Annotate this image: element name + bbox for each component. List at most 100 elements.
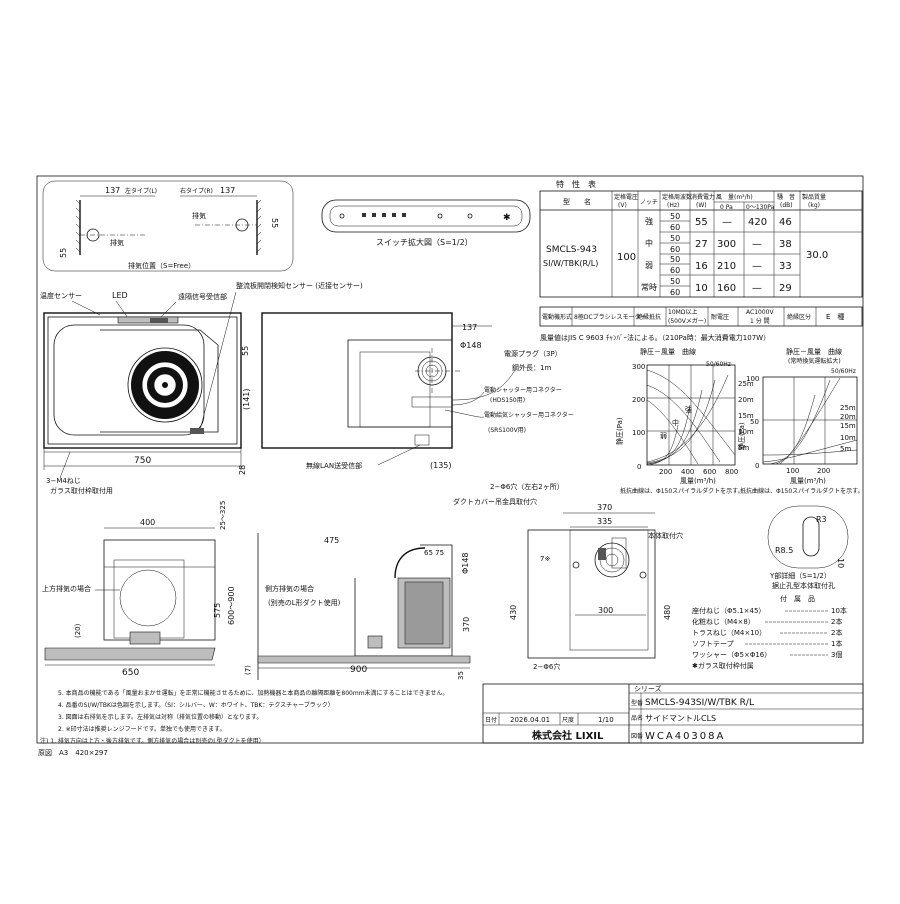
svg-text:弱: 弱: [660, 432, 667, 440]
svg-text:10m: 10m: [738, 428, 754, 436]
svg-text:常時: 常時: [641, 283, 657, 292]
svg-text:50: 50: [750, 418, 759, 426]
svg-text:(dB): (dB): [780, 202, 793, 209]
svg-text:20m: 20m: [738, 396, 754, 404]
dim-430: 430: [509, 605, 518, 620]
dim-25-325: 25〜325: [219, 501, 227, 530]
switch-detail: ✱ スイッチ拡大図（S=1/2）: [321, 199, 531, 247]
detail-10: 10: [836, 558, 845, 568]
title-scale: 1/10: [598, 716, 614, 724]
svg-text:5m: 5m: [840, 445, 851, 453]
svg-text:中: 中: [645, 238, 653, 248]
accessory-item: トラスねじ（M4×10） 2本: [692, 628, 842, 637]
spec-model: SMCLS-943: [546, 245, 597, 255]
model-label: 型番: [631, 699, 643, 707]
svg-text:210: 210: [717, 261, 736, 272]
svg-text:50: 50: [670, 255, 680, 264]
graph-pressure-flow-2: 静圧－風量 曲線 (常時換気運転拡大) 50/60Hz 0 50 100 静圧(…: [737, 347, 864, 495]
dim-65-75: 65 75: [424, 549, 444, 557]
svg-text:0: 0: [637, 463, 641, 471]
dim-137-right: 137: [220, 186, 235, 195]
detail-r3: R3: [816, 515, 827, 524]
holes-bottom-label: 2−Φ6穴: [533, 662, 560, 671]
dim-335: 335: [597, 517, 612, 526]
svg-text:化粧ねじ（M4×8）: 化粧ねじ（M4×8）: [692, 617, 755, 626]
dim-370: 370: [597, 503, 612, 512]
graph1-footnote: 抵抗曲線は、Φ150スパイラルダクトを示す。: [620, 487, 744, 495]
paper-size: 原図 A3 420×297: [38, 749, 108, 757]
exhaust-right-label: 排気: [192, 211, 206, 220]
width-750: 750: [134, 456, 151, 466]
duct-cover-label: ダクトカバー吊金具取付穴: [453, 497, 537, 506]
graph2-footnote: 抵抗曲線は、Φ150スパイラルダクトを示す。: [740, 487, 864, 495]
name-label: 品名: [631, 714, 643, 722]
svg-text:定格電圧: 定格電圧: [614, 193, 638, 201]
svg-text:50: 50: [670, 234, 680, 243]
svg-text:弱: 弱: [645, 261, 653, 270]
exhaust-left-label: 排気: [110, 238, 124, 247]
spec-table-title: 特 性 表: [556, 179, 596, 189]
dim-575: 575: [213, 603, 222, 618]
holes-top-label: 2−Φ6穴（左右2ヶ所）: [490, 482, 564, 491]
accessory-item: ワッシャー（Φ5×Φ16） 3個: [692, 650, 842, 659]
accessory-item: 座付ねじ（Φ5.1×45） 10本: [692, 606, 847, 615]
svg-text:座付ねじ（Φ5.1×45）: 座付ねじ（Φ5.1×45）: [692, 606, 765, 615]
svg-text:5m: 5m: [738, 444, 749, 452]
dia-148: Φ148: [460, 341, 482, 350]
svg-text:10MΩ以上: 10MΩ以上: [668, 308, 697, 316]
svg-text:50: 50: [670, 277, 680, 286]
spec-model-sub: SI/W/TBK(R/L): [543, 259, 598, 268]
svg-text:—: —: [752, 283, 762, 294]
spec-mass: 30.0: [806, 250, 828, 261]
dia-148b: Φ148: [461, 552, 470, 574]
svg-text:強: 強: [645, 216, 653, 226]
spec-note: 風量値はJIS C 9603 ﾁｬﾝﾊﾞｰ法による。（210Pa時：最大消費電力…: [540, 333, 770, 342]
graph-pressure-flow-1: 静圧－風量 曲線 50/60Hz 強 中 弱 0 100 200 300 静圧(…: [615, 347, 754, 495]
motor-value: 8極DCブラシレスモーター: [574, 313, 647, 321]
dim-300: 300: [598, 606, 613, 615]
dim-137-top: 137: [462, 323, 477, 332]
svg-text:800: 800: [725, 468, 738, 476]
glass-label: ガラス取付枠取付用: [50, 486, 113, 495]
note-4: 4. 品番のSI/W/TBKは色調を示します。（SI：シルバー、W：ホワイト、T…: [58, 701, 334, 709]
svg-text:製品質量: 製品質量: [802, 193, 826, 201]
conn2b-label: (SRS100V用): [488, 427, 526, 434]
svg-text:ワッシャー（Φ5×Φ16）: ワッシャー（Φ5×Φ16）: [692, 651, 771, 659]
class-value: E 種: [826, 313, 844, 321]
dim-370b: 370: [462, 617, 471, 632]
svg-text:100: 100: [746, 375, 759, 383]
motor-label: 電動機形式: [542, 313, 572, 321]
graph1-hz: 50/60Hz: [706, 361, 731, 368]
svg-text:25m: 25m: [738, 380, 754, 388]
upper-exhaust-label: 上方排気の場合: [42, 584, 91, 593]
svg-text:✱: ✱: [503, 213, 511, 223]
lan-label: 無線LAN送受信部: [306, 461, 362, 470]
svg-text:29: 29: [779, 283, 792, 294]
dim-480: 480: [663, 605, 672, 620]
scale-label: 尺度: [562, 716, 574, 724]
svg-text:60: 60: [670, 223, 680, 232]
svg-text:160: 160: [717, 283, 736, 294]
series-label: シリーズ: [634, 684, 662, 693]
title-name: サイドマントルCLS: [645, 714, 716, 723]
svg-text:ソフトテープ: ソフトテープ: [692, 640, 734, 648]
class-label: 絶縁区分: [787, 313, 811, 321]
detail-y: R3 R8.5 10 Y部詳細（S=1/2） 据止孔型本体取付孔: [767, 505, 849, 590]
svg-text:300: 300: [632, 363, 645, 371]
accessories-note: ✱ガラス取付枠付属: [692, 661, 754, 670]
hdr-model: 型 名: [563, 197, 591, 206]
svg-text:定格周波数: 定格周波数: [662, 193, 692, 201]
svg-text:0: 0: [755, 462, 759, 470]
detail-y-caption2: 据止孔型本体取付孔: [772, 581, 835, 590]
dim-28: 28: [238, 465, 247, 475]
note-1: 注) 1. 排気方向は上方・後方排気です。側方排気の場合は別売のL型ダクトを使用…: [40, 737, 265, 745]
notes: 5. 本商品の機能である「風量おまかせ運転」を正常に機能させるために、加熱機器と…: [40, 689, 448, 745]
dim-55-top: 55: [241, 346, 250, 356]
insulation-label: 絶縁抵抗: [637, 313, 661, 321]
svg-text:(kg): (kg): [808, 202, 820, 209]
svg-text:46: 46: [779, 217, 792, 228]
svg-text:60: 60: [670, 245, 680, 254]
